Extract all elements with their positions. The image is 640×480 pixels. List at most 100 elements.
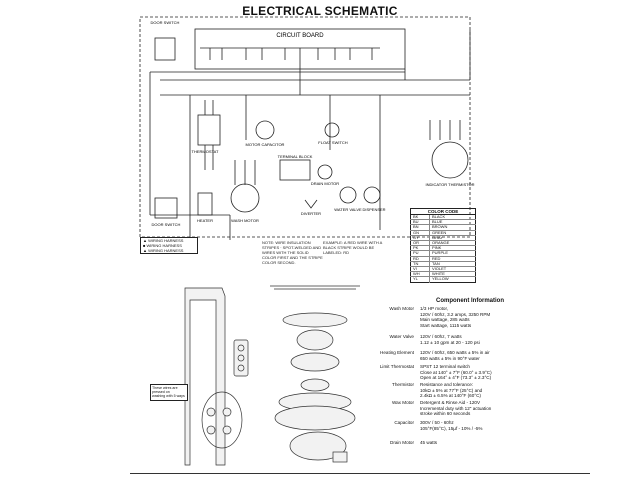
component-name: Limit Thermostat bbox=[379, 364, 414, 369]
color-code-name: BLACK bbox=[429, 213, 476, 220]
pump-housing-top bbox=[296, 329, 334, 351]
color-code-abbr: BK bbox=[410, 213, 430, 220]
circuit-board-label: CIRCUIT BOARD bbox=[276, 33, 324, 39]
wash-motor-label: WASH MOTOR bbox=[231, 218, 259, 223]
callout-circle bbox=[201, 391, 243, 449]
component-spec: SPST 12 terminal switch Close at 140° ± … bbox=[420, 364, 492, 381]
color-code-name: TAN bbox=[429, 260, 476, 267]
color-code-abbr: BN bbox=[410, 224, 430, 231]
color-code-abbr: PK bbox=[410, 245, 430, 251]
color-code-abbr: OR bbox=[410, 239, 430, 246]
door-switch-bottom-label: DOOR SWITCH bbox=[152, 222, 181, 227]
color-code-abbr: BU bbox=[410, 219, 430, 225]
color-code-abbr: WH bbox=[410, 271, 430, 277]
door-switch-bottom-symbol bbox=[154, 197, 178, 219]
component-name: Water Valve bbox=[389, 334, 414, 339]
color-code-name: GREEN bbox=[429, 229, 476, 236]
indicator-thermistor-label: INDICATOR THERMISTOR bbox=[425, 182, 474, 187]
water-valve-symbol bbox=[339, 186, 357, 204]
heater-label: HEATER bbox=[197, 218, 213, 223]
terminal-block-symbol bbox=[279, 159, 311, 181]
legend-item: ▲ WIRING HARNESS bbox=[143, 248, 184, 253]
main-bus-wires bbox=[149, 30, 471, 215]
seal bbox=[300, 378, 330, 392]
component-spec: 120V / 60hz, 7 watts 1.12 ± 10 gpm at 20… bbox=[420, 334, 480, 345]
component-spec: 1/3 HP motor, 120V / 60hz, 3.2 amps, 325… bbox=[420, 306, 491, 328]
color-code-abbr: GY bbox=[410, 234, 430, 241]
wiring-legend: ▲ WIRING HARNESS ■ WIRING HARNESS ▲ WIRI… bbox=[140, 237, 198, 254]
door-switch-label: DOOR SWITCH bbox=[151, 20, 180, 25]
color-code-name: GRAY bbox=[429, 234, 476, 241]
component-spec: 45 watts bbox=[420, 440, 438, 445]
dispenser-label: DISPENSER bbox=[362, 207, 385, 212]
spray-arm-support bbox=[184, 287, 226, 466]
color-code-name: ORANGE bbox=[429, 239, 476, 246]
component-info-title: Component Information bbox=[436, 298, 504, 304]
color-code-abbr: TN bbox=[410, 260, 430, 267]
drain-motor-symbol bbox=[317, 164, 333, 180]
color-code-abbr: PU bbox=[410, 250, 430, 257]
component-name: Drain Motor bbox=[390, 440, 414, 445]
wash-motor-symbol bbox=[230, 183, 260, 213]
impeller bbox=[290, 352, 340, 372]
float-switch-symbol bbox=[324, 122, 340, 138]
circuit-board-pins bbox=[200, 47, 380, 60]
spray-arm bbox=[270, 285, 360, 290]
indicator-thermistor-symbol bbox=[431, 141, 469, 179]
diverter-symbol bbox=[304, 199, 318, 209]
component-name: Wash Motor bbox=[389, 306, 414, 311]
diverter-label: DIVERTER bbox=[301, 211, 321, 216]
motor-capacitor-symbol bbox=[255, 120, 275, 140]
color-code-name: WHITE bbox=[429, 271, 476, 277]
component-spec: 300V / 50 - 60hz 105°F(85°C), 15µf - 10%… bbox=[420, 420, 483, 431]
harness-frame bbox=[139, 16, 471, 238]
legend-item: ■ WIRING HARNESS bbox=[143, 243, 182, 248]
thermostat-symbol bbox=[197, 114, 221, 146]
color-code-name: PURPLE bbox=[429, 250, 476, 257]
filter-disc bbox=[282, 312, 348, 328]
component-name: Thermistor bbox=[392, 382, 414, 387]
component-name: Wax Motor bbox=[391, 400, 414, 405]
motor-housing bbox=[289, 431, 347, 461]
heater-symbol bbox=[197, 192, 213, 216]
door-switch-top-symbol bbox=[154, 37, 176, 61]
wire-example-note: EXAMPLE: A RED WIRE WITH A BLACK STRIPE … bbox=[323, 240, 383, 255]
water-valve-label: WATER VALVE bbox=[334, 207, 362, 212]
color-code-name: BROWN bbox=[429, 224, 476, 231]
thermostat-label: THERMOSTAT bbox=[192, 149, 220, 154]
bottom-divider bbox=[130, 473, 590, 474]
dispenser-symbol bbox=[363, 186, 381, 204]
page-title: ELECTRICAL SCHEMATIC bbox=[242, 4, 398, 18]
legend-item: ▲ WIRING HARNESS bbox=[143, 238, 184, 243]
component-name: Heating Element bbox=[380, 350, 414, 355]
sump bbox=[274, 405, 356, 431]
color-code-abbr: RD bbox=[410, 255, 430, 262]
component-name: Capacitor bbox=[394, 420, 414, 425]
color-code-name: RED bbox=[429, 255, 476, 262]
color-code-name: VIOLET bbox=[429, 266, 476, 272]
color-code-name: PINK bbox=[429, 245, 476, 251]
terminal-block-label: TERMINAL BLOCK bbox=[278, 154, 313, 159]
color-code-abbr: VI bbox=[410, 266, 430, 272]
motor-capacitor-label: MOTOR CAPACITOR bbox=[246, 142, 285, 147]
color-code-abbr: GN bbox=[410, 229, 430, 236]
color-code-name: BLUE bbox=[429, 219, 476, 225]
drain-pump bbox=[332, 451, 348, 463]
wire-callout-note: These wires are pressed on washing with … bbox=[150, 384, 188, 401]
component-spec: 120V / 60hz, 650 watts ± 5% in air 650 w… bbox=[420, 350, 490, 361]
wire-insulation-note: NOTE: WIRE INSULATION STRIPES · SPOT-WEL… bbox=[262, 240, 323, 265]
